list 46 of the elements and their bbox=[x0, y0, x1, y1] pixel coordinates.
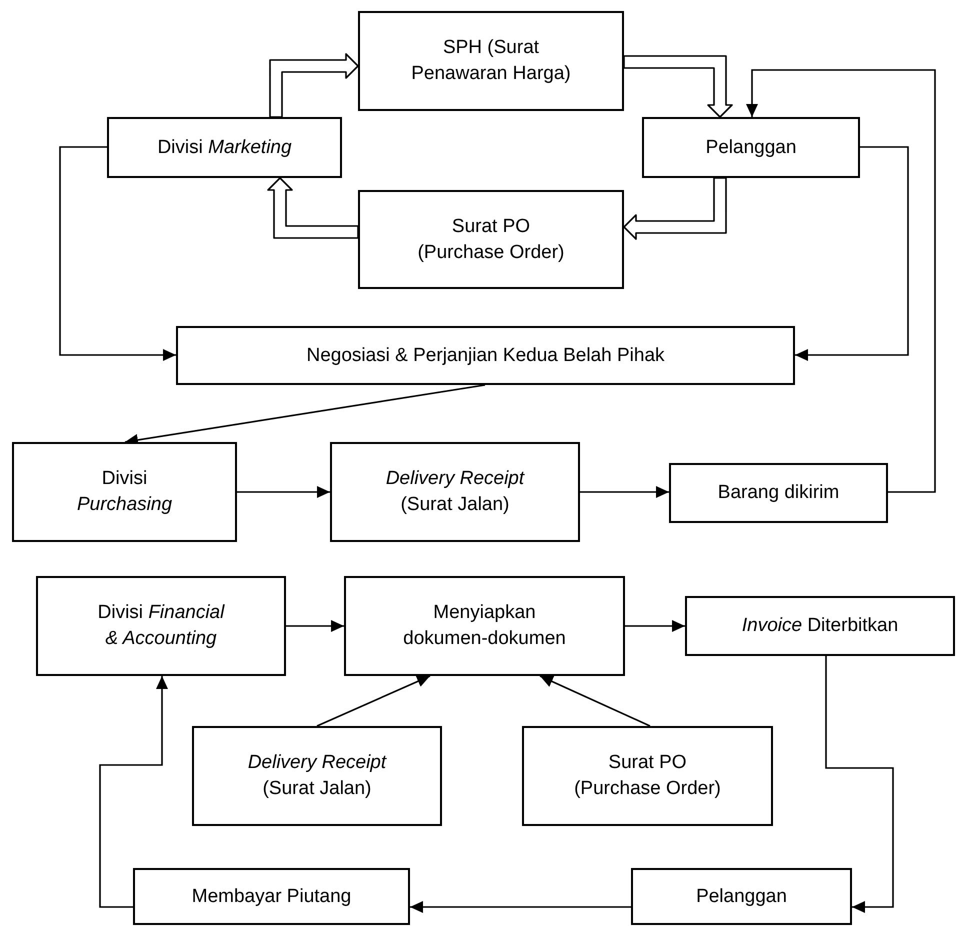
box-label: SPH (Surat Penawaran Harga) bbox=[410, 36, 572, 86]
box-label: Delivery Receipt (Surat Jalan) bbox=[246, 751, 388, 801]
arrow bbox=[540, 675, 650, 727]
box-label: Divisi Purchasing bbox=[76, 467, 174, 517]
process-box bbox=[330, 442, 580, 542]
arrow bbox=[410, 901, 631, 913]
box-label: Barang dikirim bbox=[718, 481, 840, 506]
box-label: Pelanggan bbox=[696, 884, 787, 909]
block-arrow bbox=[269, 53, 359, 118]
box-label: Divisi Financial & Accounting bbox=[96, 601, 226, 651]
arrow bbox=[746, 69, 936, 493]
process-box bbox=[133, 868, 410, 925]
arrow bbox=[286, 620, 344, 632]
process-box bbox=[12, 442, 237, 542]
box-label: Menyiapkan dokumen-dokumen bbox=[402, 601, 567, 651]
process-box bbox=[107, 117, 342, 178]
process-box bbox=[344, 576, 625, 676]
process-box bbox=[522, 726, 773, 826]
process-box bbox=[642, 117, 860, 178]
block-arrow bbox=[267, 177, 359, 239]
process-box bbox=[685, 596, 955, 656]
arrow bbox=[59, 146, 176, 361]
box-label: Invoice Diterbitkan bbox=[742, 614, 898, 638]
process-box bbox=[358, 190, 624, 289]
arrow bbox=[237, 486, 330, 498]
box-label: Negosiasi & Perjanjian Kedua Belah Pihak bbox=[306, 344, 665, 368]
box-label: Surat PO (Purchase Order) bbox=[416, 214, 566, 264]
arrow bbox=[580, 486, 669, 498]
box-label: Surat PO (Purchase Order) bbox=[573, 751, 722, 801]
process-box bbox=[176, 326, 795, 385]
arrow bbox=[795, 146, 909, 361]
process-box bbox=[36, 576, 286, 676]
box-label: Pelanggan bbox=[706, 136, 796, 160]
box-label: Membayar Piutang bbox=[192, 884, 352, 909]
process-box bbox=[669, 463, 888, 523]
process-box bbox=[631, 868, 852, 925]
arrow bbox=[825, 656, 894, 913]
arrow bbox=[99, 676, 168, 908]
box-label: Divisi Marketing bbox=[157, 136, 292, 160]
arrow bbox=[625, 620, 685, 632]
process-box bbox=[358, 11, 624, 111]
arrow bbox=[316, 675, 430, 727]
box-label: Delivery Receipt (Surat Jalan) bbox=[384, 467, 526, 517]
block-arrow bbox=[623, 177, 727, 240]
process-box bbox=[192, 726, 442, 826]
block-arrow bbox=[623, 55, 733, 118]
